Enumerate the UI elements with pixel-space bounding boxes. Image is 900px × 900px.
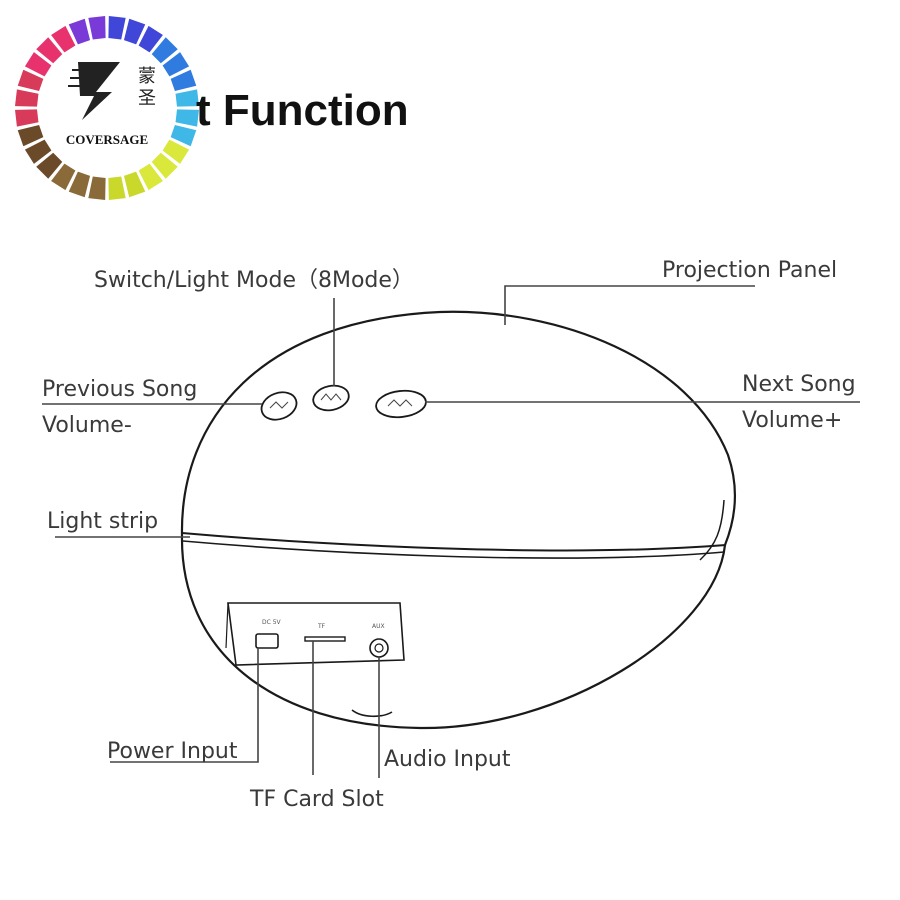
tf-port-label: TF <box>317 623 326 630</box>
logo-ring-segment <box>162 139 190 164</box>
logo-char-2: 圣 <box>138 88 156 109</box>
logo-ring-segment <box>138 25 163 53</box>
speaker-outline <box>180 310 737 730</box>
logo-ring-segment <box>17 69 44 92</box>
logo-ring-segment <box>151 152 178 179</box>
power-leader-line <box>110 648 259 763</box>
logo-ring-segment <box>151 37 178 64</box>
previous-song-label: Previous Song <box>42 377 197 402</box>
logo-ring-segment <box>123 18 146 45</box>
logo-ring-segment <box>175 109 199 127</box>
logo-ring-segment <box>15 109 39 127</box>
logo-ring-segment <box>68 18 91 45</box>
logo-color-ring <box>15 16 199 200</box>
logo-char-1: 蒙 <box>138 66 156 87</box>
prev-button[interactable] <box>258 388 301 425</box>
aux-port-label: AUX <box>372 623 385 630</box>
logo-ring-segment <box>88 16 106 40</box>
light-strip-upper <box>181 532 727 552</box>
logo-ring-segment <box>170 124 197 147</box>
coversage-logo: 蒙 圣 COVERSAGE <box>15 16 199 200</box>
power-input-label: Power Input <box>107 739 238 764</box>
logo-ring-segment <box>170 69 197 92</box>
logo-lightning-icon <box>68 62 120 120</box>
next-song-label: Next Song <box>742 372 856 397</box>
logo-center <box>39 40 175 176</box>
mode-button[interactable] <box>311 383 351 414</box>
logo-ring-segment <box>138 163 163 191</box>
logo-ring-segment <box>17 124 44 147</box>
logo-ring-segment <box>108 176 126 200</box>
logo-ring-segment <box>51 163 76 191</box>
dc-port-label: DC 5V <box>262 619 282 626</box>
logo-ring-segment <box>108 16 126 40</box>
light-strip-edge <box>699 499 725 561</box>
logo-ring-segment <box>36 152 63 179</box>
port-panel: DC 5V TF AUX <box>225 602 405 666</box>
logo-ring-segment <box>68 171 91 198</box>
logo-ring-segment <box>51 25 76 53</box>
volume-plus-label: Volume+ <box>742 408 842 433</box>
base-notch <box>351 709 393 718</box>
projection-panel-label: Projection Panel <box>662 258 837 283</box>
light-strip-label: Light strip <box>47 509 158 534</box>
speaker-body <box>180 310 737 730</box>
logo-ring-segment <box>162 52 190 77</box>
logo-brand-text: COVERSAGE <box>66 132 148 147</box>
logo-ring-segment <box>15 89 39 107</box>
tf-card-slot[interactable] <box>304 636 346 642</box>
tf-card-slot-label: TF Card Slot <box>249 787 384 812</box>
logo-ring-segment <box>175 89 199 107</box>
page-title: t Function <box>196 86 409 135</box>
switch-mode-label: Switch/Light Mode（8Mode） <box>94 268 414 293</box>
power-port[interactable] <box>255 633 279 649</box>
projection-leader-line <box>504 285 755 325</box>
logo-ring-segment <box>24 139 52 164</box>
logo-ring-segment <box>36 37 63 64</box>
logo-ring-segment <box>88 176 106 200</box>
logo-ring-segment <box>24 52 52 77</box>
logo-ring-segment <box>123 171 146 198</box>
volume-minus-label: Volume- <box>42 413 132 438</box>
light-strip-lower <box>182 540 725 559</box>
audio-input-label: Audio Input <box>384 747 511 772</box>
